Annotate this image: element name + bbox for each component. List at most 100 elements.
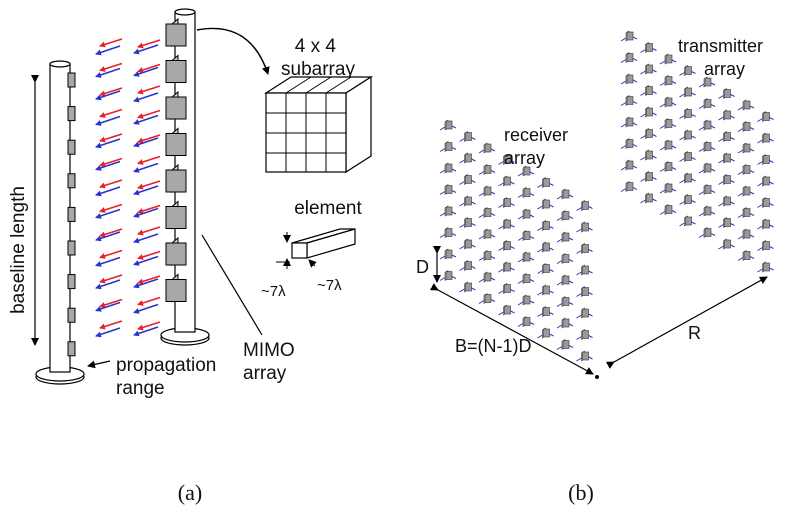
b-arrow: [429, 283, 594, 375]
tx-element-face: [626, 74, 634, 84]
rx-element: [439, 248, 457, 260]
rx-element-face: [504, 219, 511, 229]
tx-element-beam: [749, 191, 755, 195]
rx-element-beam: [576, 250, 582, 254]
tx-element-beam: [757, 161, 763, 165]
tx-element-face: [626, 139, 634, 148]
tx-element-face: [743, 229, 751, 239]
mimo-subarray-block: [165, 90, 187, 121]
rx-element-beam: [588, 292, 593, 295]
receiver-pole: [35, 60, 85, 385]
rx-element-beam: [549, 290, 554, 294]
rx-element-beam: [549, 204, 554, 208]
rx-element-beam: [556, 346, 563, 350]
blue-arrow: [133, 233, 159, 244]
tx-element-beam: [757, 247, 763, 251]
rx-element-beam: [471, 180, 476, 183]
rx-element-beam: [556, 260, 563, 264]
tx-element: [698, 226, 716, 239]
blue-arrow: [133, 303, 159, 314]
rx-element: [439, 226, 457, 239]
tx-element-beam: [757, 204, 763, 208]
r-arrow: [605, 276, 768, 369]
tx-element-beam: [718, 116, 724, 121]
tx-element-face: [665, 54, 673, 64]
tx-element: [698, 205, 716, 217]
rx-element-beam: [549, 312, 554, 315]
tx-element: [757, 175, 774, 187]
rx-element-beam: [439, 126, 446, 131]
rx-element-beam: [498, 268, 504, 273]
rx-element-beam: [556, 195, 563, 200]
rx-element-beam: [459, 267, 465, 271]
tx-element-beam: [698, 212, 705, 217]
rx-element-beam: [459, 224, 465, 228]
tx-element-beam: [691, 178, 696, 182]
tx-element-beam: [652, 198, 657, 202]
rx-element-face: [465, 196, 472, 206]
receiver-array-grid: [439, 119, 593, 362]
tx-element-face: [743, 122, 751, 131]
tx-element-face: [704, 185, 712, 194]
rx-element-face: [562, 318, 570, 328]
blue-arrow: [133, 207, 159, 218]
tx-element-beam: [730, 94, 735, 97]
rx-element-face: [465, 218, 472, 227]
tx-element-beam: [769, 267, 774, 271]
rx-element-beam: [510, 289, 515, 292]
mimo-block-face: [165, 23, 187, 47]
tx-element-beam: [769, 224, 774, 228]
tx-element-beam: [640, 92, 646, 96]
tx-element-face: [646, 43, 653, 52]
receiver-label: receiver array: [504, 125, 573, 168]
tx-element-face: [685, 152, 692, 161]
tx-element: [737, 249, 755, 262]
tx-element: [659, 74, 677, 87]
rx-element-beam: [529, 322, 535, 325]
dim2-label: ~7λ: [317, 277, 342, 294]
origin-dot: [595, 375, 599, 379]
rx-element-face: [582, 330, 589, 339]
tx-element: [620, 159, 638, 171]
tx-element-face: [626, 160, 634, 170]
red-arrow: [99, 62, 123, 72]
rx-element-beam: [529, 214, 535, 218]
tx-element-beam: [749, 234, 755, 238]
rx-element-face: [484, 165, 492, 174]
tx-element: [659, 182, 677, 194]
tx-element: [718, 216, 735, 229]
rx-element-face: [504, 176, 511, 186]
rx-element-beam: [537, 205, 543, 210]
rx-element-face: [562, 340, 570, 349]
tx-element-beam: [620, 166, 627, 171]
blue-arrow: [133, 137, 159, 148]
red-arrow: [137, 275, 161, 285]
tx-element: [718, 173, 735, 186]
tx-element-face: [665, 183, 673, 193]
rx-element-face: [543, 328, 550, 338]
tx-element-beam: [632, 144, 638, 147]
tx-element-beam: [691, 157, 696, 160]
red-arrow: [99, 274, 123, 284]
rx-element-beam: [471, 137, 476, 140]
tx-element: [620, 51, 638, 64]
red-arrow: [137, 63, 161, 73]
tx-element-beam: [737, 149, 744, 154]
tx-element-beam: [640, 113, 646, 118]
tx-element-beam: [769, 246, 774, 249]
rx-element: [478, 206, 496, 219]
rx-element-beam: [478, 192, 485, 197]
tx-element-beam: [632, 58, 638, 61]
rx-element-face: [484, 186, 492, 196]
tx-element: [698, 140, 716, 153]
rx-element-beam: [549, 247, 554, 251]
tx-element-beam: [730, 115, 735, 119]
tx-element-face: [626, 182, 634, 191]
rx-element-face: [582, 244, 589, 253]
red-arrow: [99, 157, 123, 167]
tx-element-beam: [757, 118, 763, 122]
tx-element-face: [763, 198, 770, 207]
tx-element: [698, 76, 716, 88]
rx-element: [537, 241, 554, 253]
